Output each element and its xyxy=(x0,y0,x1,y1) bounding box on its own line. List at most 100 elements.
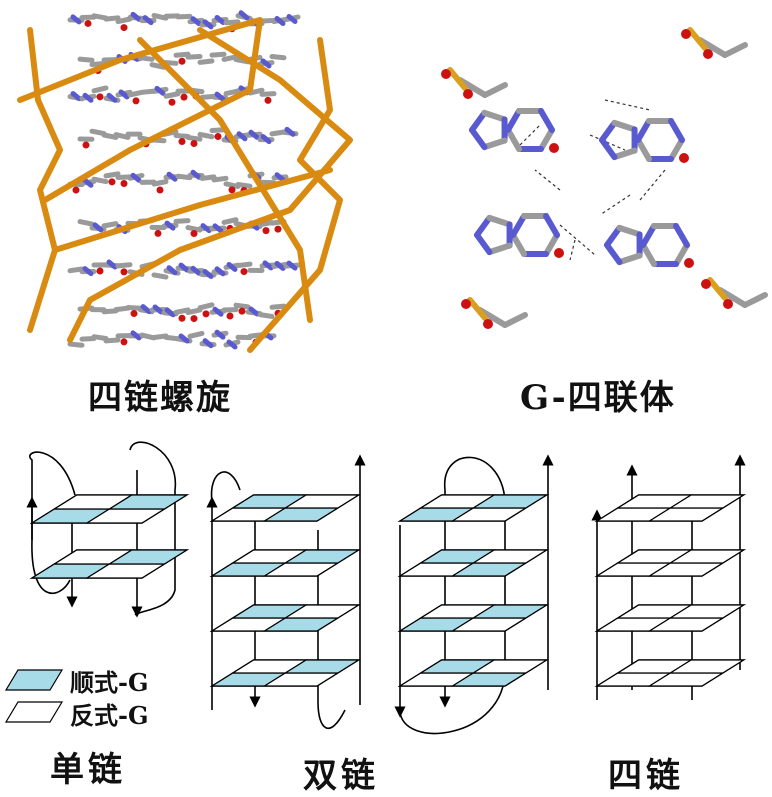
caption-double-strand: 双链 xyxy=(303,748,379,797)
atom-bond xyxy=(140,58,152,60)
atom-bond xyxy=(200,134,212,136)
ring-bond xyxy=(484,141,504,148)
oxygen-atom xyxy=(723,299,733,309)
oxygen-atom xyxy=(554,248,564,258)
oxygen-atom xyxy=(121,24,128,31)
oxygen-atom xyxy=(229,186,236,193)
oxygen-atom xyxy=(179,315,186,322)
oxygen-atom xyxy=(679,153,689,163)
ring-bond xyxy=(477,218,489,235)
atom-bond xyxy=(238,264,250,265)
atom-bond xyxy=(212,130,224,131)
caption-quadruplex-helix: 四链螺旋 xyxy=(88,370,232,419)
ring-bond xyxy=(546,216,557,235)
oxygen-atom xyxy=(701,279,711,289)
oxygen-atom xyxy=(241,268,248,275)
oxygen-atom xyxy=(191,230,198,237)
legend-syn-g-label: 顺式-G xyxy=(70,663,148,698)
caption-g-quartet: G-四联体 xyxy=(520,370,676,419)
g-quartet-model xyxy=(420,20,772,350)
ring-bond xyxy=(614,151,634,158)
atom-bond xyxy=(106,18,118,19)
hydrogen-bonds xyxy=(520,100,665,260)
atom-bond xyxy=(272,57,284,58)
oxygen-atom xyxy=(203,310,210,317)
sugar-bond xyxy=(745,295,765,305)
oxygen-atom xyxy=(109,178,116,185)
atom-bond xyxy=(166,94,178,96)
ring-bond xyxy=(614,123,634,130)
oxygen-atom xyxy=(265,97,272,104)
ring-bond xyxy=(472,130,484,147)
ring-bond xyxy=(508,130,519,149)
caption-single-strand: 单链 xyxy=(50,742,126,791)
oxygen-atom xyxy=(85,20,92,27)
sugar-bond xyxy=(505,315,525,325)
atom-bond xyxy=(176,54,188,55)
atom-bond xyxy=(94,88,106,91)
ring-bond xyxy=(619,228,639,235)
atom-bond xyxy=(92,131,104,133)
ring-bond xyxy=(472,113,484,130)
oxygen-atom xyxy=(483,319,493,329)
backbone-strands xyxy=(20,20,350,350)
atom-bond xyxy=(238,184,250,186)
oxygen-atom xyxy=(97,268,104,275)
atom-bond xyxy=(70,344,82,345)
oxygen-atom xyxy=(131,310,138,317)
ring-bond xyxy=(489,246,509,253)
ring-bond xyxy=(671,121,682,140)
ring-bond xyxy=(508,111,519,130)
atom-bond xyxy=(154,275,166,277)
atom-bond xyxy=(188,310,200,313)
atom-bond xyxy=(272,306,284,307)
atom-bond xyxy=(106,340,118,341)
oxygen-atom xyxy=(97,93,104,100)
oxygen-atom xyxy=(684,258,694,268)
oxygen-atom xyxy=(239,308,246,315)
ring-bond xyxy=(607,245,619,262)
atom-bond xyxy=(118,265,130,266)
oxygen-atom xyxy=(463,89,473,99)
ring-bond xyxy=(477,235,489,252)
oxygen-atom xyxy=(549,143,559,153)
atom-bond xyxy=(80,59,92,60)
atom-bond xyxy=(82,338,94,339)
ring-bond xyxy=(607,228,619,245)
ring-bond xyxy=(513,216,524,235)
ring-bond xyxy=(643,226,654,245)
oxygen-atom xyxy=(215,133,222,140)
atom-bond xyxy=(94,337,106,339)
oxygen-atom xyxy=(441,69,451,79)
ring-bond xyxy=(676,226,687,245)
oxygen-atom xyxy=(181,94,188,101)
ring-bond xyxy=(541,111,552,130)
oxygen-atom xyxy=(73,187,80,194)
sugar-bond xyxy=(725,45,745,55)
atom-bond xyxy=(80,222,92,225)
atom-bond xyxy=(200,61,212,62)
oxygen-atom xyxy=(227,312,234,319)
atom-bond xyxy=(176,221,188,222)
atom-bond xyxy=(188,57,200,58)
atom-bond xyxy=(190,333,202,336)
single-strand-schematic xyxy=(30,442,176,615)
oxygen-atom xyxy=(681,29,691,39)
oxygen-atom xyxy=(275,226,282,233)
atom-bond xyxy=(104,224,116,226)
oxygen-atom xyxy=(155,230,162,237)
sugar-bond xyxy=(485,85,505,95)
oxygen-atom xyxy=(179,138,186,145)
ring-bond xyxy=(638,140,649,159)
oxygen-atom xyxy=(169,99,176,106)
ring-bond xyxy=(638,121,649,140)
legend-anti-swatch xyxy=(6,702,62,722)
oxygen-atom xyxy=(121,338,128,345)
atom-bond xyxy=(212,54,224,55)
atom-bond xyxy=(226,22,238,23)
oxygen-atom xyxy=(461,299,471,309)
legend-syn-swatch xyxy=(6,670,62,690)
oxygen-atom xyxy=(121,180,128,187)
atom-bond xyxy=(106,174,118,176)
oxygen-atom xyxy=(83,142,90,149)
